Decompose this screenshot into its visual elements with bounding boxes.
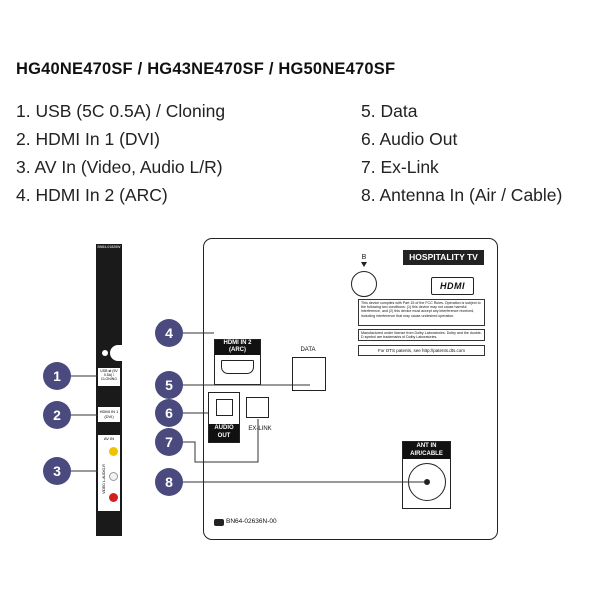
optical-port-icon: [216, 399, 233, 416]
callout-4: 4: [155, 319, 183, 347]
leader-line-7: [183, 419, 259, 463]
hdmi-logo: HDMI: [431, 277, 474, 295]
usb-port-label: USB ⇌ (5V 0.5A) / CLONING: [100, 369, 118, 382]
callout-1: 1: [43, 362, 71, 390]
hdmi2-port-label: HDMI IN 2 (ARC): [215, 340, 260, 355]
audio-left-jack-white-icon: [109, 472, 118, 481]
rear-connector-panel: [203, 238, 498, 540]
data-port-label: DATA: [300, 347, 316, 353]
legend-item-hdmi1: 2. HDMI In 1 (DVI): [16, 129, 160, 149]
av-in-port: AV IN VIDEO L-AUDIO-R: [98, 435, 120, 511]
mounting-screw-icon: [102, 350, 108, 356]
hdmi-port-icon: [221, 360, 254, 374]
data-port: [292, 357, 326, 391]
audio-out-label: AUDIO OUT: [209, 424, 239, 442]
arrow-down-icon: [361, 262, 367, 267]
hospitality-badge: HOSPITALITY TV: [403, 250, 484, 265]
hdmi1-port: HDMI IN 1 (DVI): [98, 407, 120, 422]
callout-6: 6: [155, 399, 183, 427]
video-jack-yellow-icon: [109, 447, 118, 456]
antenna-label: ANT IN AIR/CABLE: [403, 442, 450, 459]
callout-7: 7: [155, 428, 183, 456]
legend-item-data: 5. Data: [361, 101, 418, 121]
audio-right-jack-red-icon: [109, 493, 118, 502]
callout-3: 3: [43, 457, 71, 485]
legend-item-hdmi2: 4. HDMI In 2 (ARC): [16, 185, 168, 205]
dts-notice: For DTS patents, see http://patents.dts.…: [358, 345, 485, 356]
usb-port: USB ⇌ (5V 0.5A) / CLONING: [98, 368, 120, 386]
button-label: B: [361, 254, 367, 261]
side-connector-panel: BN64-01826W USB ⇌ (5V 0.5A) / CLONING HD…: [96, 244, 124, 536]
legend-item-audio-out: 6. Audio Out: [361, 129, 458, 149]
part-code: BN64-02636N-00: [226, 518, 277, 525]
coax-pin-icon: [424, 479, 430, 485]
dolby-notice: Manufactured under license from Dolby La…: [358, 329, 485, 341]
legend-item-av-in: 3. AV In (Video, Audio L/R): [16, 157, 223, 177]
ex-link-port: [246, 397, 269, 418]
callout-2: 2: [43, 401, 71, 429]
fcc-notice: This device complies with Part 15 of the…: [358, 299, 485, 326]
hdmi1-port-label: HDMI IN 1 (DVI): [99, 409, 119, 419]
legend-item-ex-link: 7. Ex-Link: [361, 157, 439, 177]
callout-8: 8: [155, 468, 183, 496]
callout-5: 5: [155, 371, 183, 399]
ex-link-label: EX-LINK: [248, 426, 272, 432]
side-panel-notch: [110, 345, 124, 361]
legend-item-antenna: 8. Antenna In (Air / Cable): [361, 185, 563, 205]
audio-out-port: AUDIO OUT: [208, 392, 240, 443]
recycle-mark-icon: [214, 519, 224, 526]
service-button: [351, 271, 377, 297]
side-panel-code: BN64-01826W: [97, 245, 121, 249]
legend-item-usb: 1. USB (5C 0.5A) / Cloning: [16, 101, 226, 121]
av-in-label: AV IN: [103, 436, 115, 441]
model-title: HG40NE470SF / HG43NE470SF / HG50NE470SF: [16, 60, 396, 78]
